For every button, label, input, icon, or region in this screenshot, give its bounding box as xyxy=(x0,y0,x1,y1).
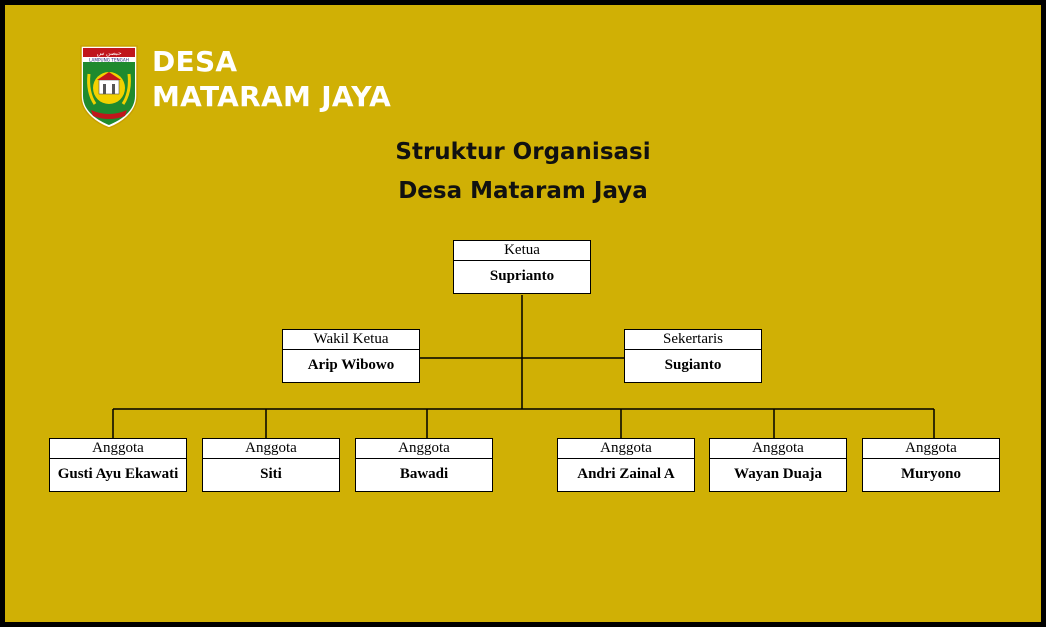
node-name: Muryono xyxy=(901,466,961,482)
village-brand: DESA MATARAM JAYA xyxy=(152,44,391,114)
node-role: Anggota xyxy=(356,439,492,459)
brand-line-2: MATARAM JAYA xyxy=(152,80,392,113)
node-anggota: Anggota Andri Zainal A xyxy=(557,438,695,492)
node-name: Sugianto xyxy=(664,357,722,373)
node-anggota: Anggota Wayan Duaja xyxy=(709,438,847,492)
lampung-tengah-crest-logo: حبصن س LAMPUNG TENGAH xyxy=(80,45,138,128)
node-role: Ketua xyxy=(454,241,590,261)
node-name: Suprianto xyxy=(489,268,555,284)
node-anggota: Anggota Bawadi xyxy=(355,438,493,492)
node-name: Wayan Duaja xyxy=(734,466,822,482)
node-name: Bawadi xyxy=(399,466,449,482)
node-role: Sekertaris xyxy=(625,330,761,350)
node-role: Anggota xyxy=(50,439,186,459)
node-name: Arip Wibowo xyxy=(307,357,395,373)
node-name: Andri Zainal A xyxy=(577,466,675,482)
node-role: Anggota xyxy=(710,439,846,459)
node-anggota: Anggota Muryono xyxy=(862,438,1000,492)
node-role: Anggota xyxy=(863,439,999,459)
node-role: Wakil Ketua xyxy=(283,330,419,350)
node-role: Anggota xyxy=(558,439,694,459)
node-ketua: Ketua Suprianto xyxy=(453,240,591,294)
node-name: Gusti Ayu Ekawati xyxy=(57,466,179,482)
svg-text:LAMPUNG TENGAH: LAMPUNG TENGAH xyxy=(89,57,129,62)
node-sekretaris: Sekertaris Sugianto xyxy=(624,329,762,383)
chart-subtitle: Desa Mataram Jaya xyxy=(398,178,648,204)
node-anggota: Anggota Gusti Ayu Ekawati xyxy=(49,438,187,492)
brand-line-1: DESA xyxy=(152,45,238,78)
node-name: Siti xyxy=(260,466,282,482)
node-wakil-ketua: Wakil Ketua Arip Wibowo xyxy=(282,329,420,383)
svg-text:حبصن س: حبصن س xyxy=(97,50,122,57)
chart-title: Struktur Organisasi xyxy=(395,139,651,165)
node-role: Anggota xyxy=(203,439,339,459)
node-anggota: Anggota Siti xyxy=(202,438,340,492)
